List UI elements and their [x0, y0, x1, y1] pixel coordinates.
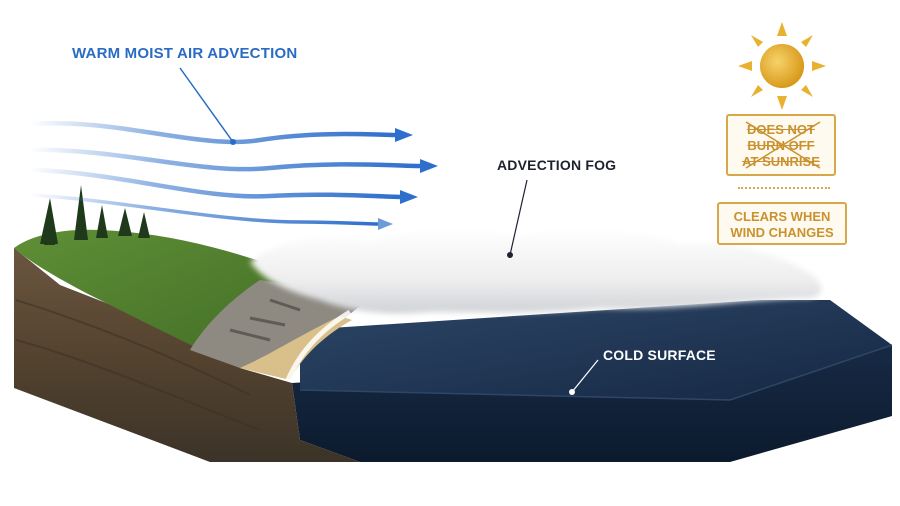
callout-does-not-burn-off: DOES NOT BURN OFF AT SUNRISE: [726, 114, 836, 176]
sea-edge: [299, 344, 893, 401]
leader-cold: [571, 359, 599, 393]
label-cold-surface: COLD SURFACE: [603, 347, 716, 363]
leader-fog-dot: [507, 252, 513, 258]
cliff-shading: [229, 298, 301, 342]
wind-arrowhead-4: [378, 218, 393, 230]
cross-out-icon: [745, 121, 821, 169]
sea-surface: [300, 300, 892, 400]
leader-fog: [509, 179, 528, 256]
leader-warm-air: [179, 67, 234, 143]
label-warm-moist-air-advection: WARM MOIST AIR ADVECTION: [72, 45, 298, 62]
wind-arrows: [29, 121, 438, 230]
land-soil: [14, 248, 360, 462]
callout-divider: [738, 187, 830, 189]
wind-arrow-4: [29, 193, 379, 226]
leader-warm-air-dot: [230, 139, 236, 145]
leader-cold-dot: [569, 389, 575, 395]
soil-strata: [15, 299, 261, 431]
wind-arrowhead-3: [400, 190, 418, 204]
wind-arrow-1: [29, 121, 396, 145]
surf-line: [285, 309, 352, 381]
callout-clears-when-wind-changes: CLEARS WHEN WIND CHANGES: [717, 202, 847, 245]
wind-arrowhead-2: [420, 159, 438, 173]
sun-icon: [738, 22, 826, 110]
clears-line-1: CLEARS WHEN: [733, 209, 831, 224]
pine-trees: [40, 185, 150, 245]
fog-bank: [250, 228, 822, 314]
wind-arrow-3: [29, 167, 401, 200]
wind-arrow-2: [29, 147, 421, 172]
label-advection-fog: ADVECTION FOG: [497, 157, 617, 173]
clears-line-2: WIND CHANGES: [730, 225, 834, 240]
wind-arrowhead-1: [395, 128, 413, 142]
